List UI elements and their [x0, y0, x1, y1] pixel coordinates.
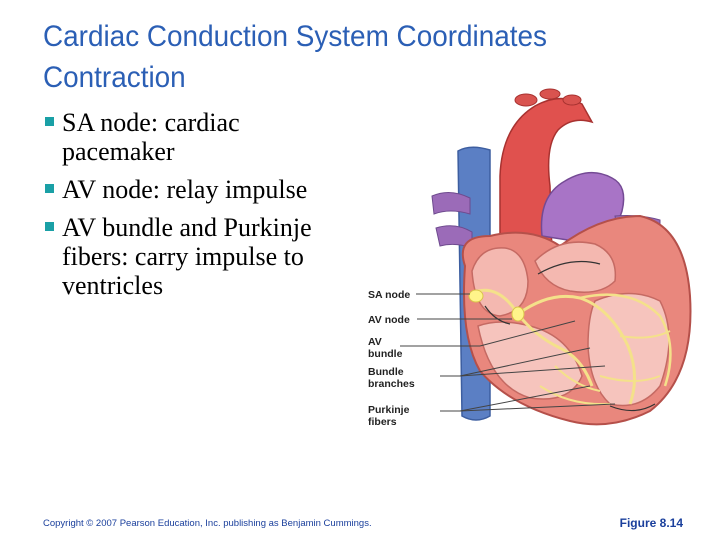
- label-bundle-branches-2: branches: [368, 378, 415, 390]
- bullet-square-icon: [45, 184, 54, 193]
- conduction-path: [477, 288, 594, 387]
- label-av-bundle-2: bundle: [368, 348, 403, 360]
- impulse-arrow: [484, 305, 511, 325]
- pulmonary-vein-left-upper: [431, 192, 471, 215]
- label-purkinje-1: Purkinje: [368, 404, 410, 416]
- impulse-arrow: [609, 403, 656, 412]
- label-bundle-branches-1: Bundle: [368, 366, 404, 378]
- bullet-text: AV bundle and Purkinje fibers: carry imp…: [62, 213, 312, 300]
- bullet-item: AV node: relay impulse: [44, 175, 344, 204]
- leader-line-bundle-branches: [459, 347, 591, 377]
- leader-line-purkinje: [459, 385, 591, 412]
- sa-node-marker: [468, 289, 484, 303]
- figure-number: Figure 8.14: [619, 516, 683, 530]
- bullet-square-icon: [45, 222, 54, 231]
- label-av-node: AV node: [368, 314, 410, 326]
- copyright-notice: Copyright © 2007 Pearson Education, Inc.…: [43, 518, 372, 529]
- leader-line-bundle-branches: [459, 365, 606, 377]
- leader-line-purkinje: [459, 403, 616, 412]
- aorta-branch: [562, 94, 582, 106]
- bullet-text: AV node: relay impulse: [62, 175, 308, 204]
- right-atrium: [471, 247, 529, 317]
- purkinje-fibers: [539, 330, 671, 406]
- label-av-bundle-1: AV: [368, 336, 382, 348]
- aorta-branch: [514, 93, 538, 107]
- aorta: [499, 97, 594, 257]
- conduction-path: [579, 293, 672, 387]
- conduction-path: [517, 294, 636, 405]
- label-sa-node: SA node: [368, 289, 410, 301]
- slide-title: Cardiac Conduction System Coordinates Co…: [43, 20, 548, 94]
- bullet-square-icon: [45, 117, 54, 126]
- av-node-marker: [511, 306, 525, 322]
- bullet-item: AV bundle and Purkinje fibers: carry imp…: [44, 213, 344, 300]
- leader-line-av-bundle: [479, 320, 576, 347]
- bullet-item: SA node: cardiac pacemaker: [44, 108, 344, 166]
- label-purkinje-2: fibers: [368, 416, 397, 428]
- bullet-list: SA node: cardiac pacemaker AV node: rela…: [44, 108, 344, 309]
- impulse-arrow: [537, 260, 601, 275]
- left-atrium: [534, 241, 617, 293]
- bullet-text: SA node: cardiac pacemaker: [62, 108, 240, 166]
- heart-conduction-diagram: SA node AV node AV bundle Bundle branche…: [368, 88, 692, 428]
- aorta-branch: [539, 88, 561, 100]
